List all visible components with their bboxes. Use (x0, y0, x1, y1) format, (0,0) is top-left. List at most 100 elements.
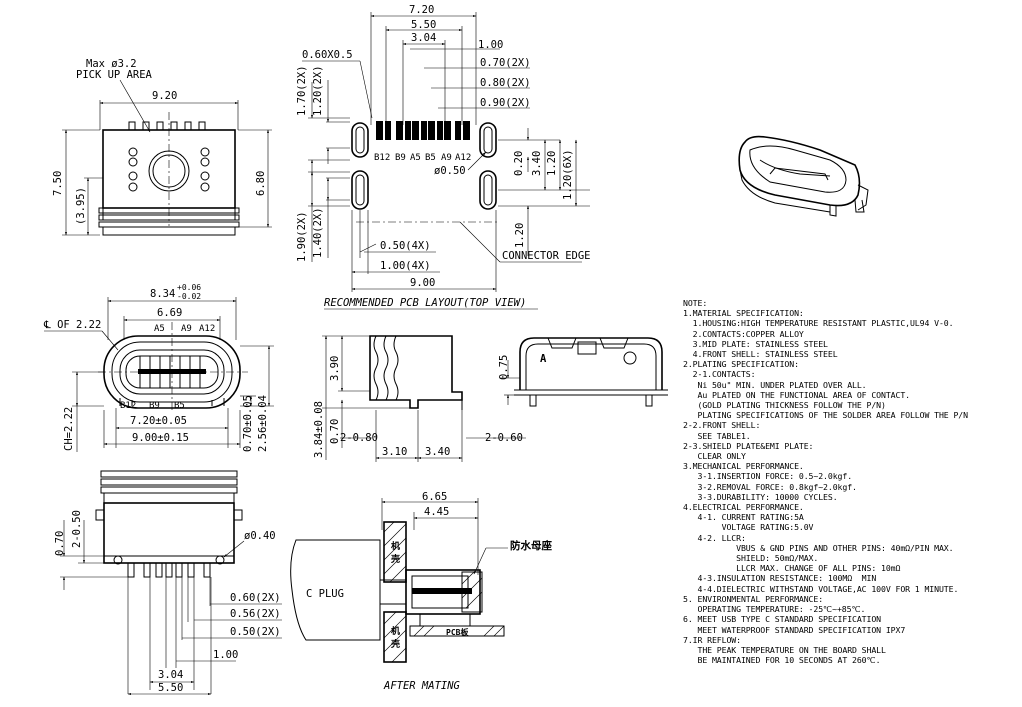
dim-0-50-4x: 0.50(4X) (380, 240, 431, 252)
pin-a12: A12 (455, 153, 471, 163)
note-line: (GOLD PLATING THICKNESS FOLLOW THE P/N) (683, 400, 886, 411)
front-pins (139, 356, 201, 388)
note-line: CLEAR ONLY (683, 451, 746, 462)
shell-label-top-2: 壳 (390, 553, 400, 565)
spec-notes: NOTE:1.MATERIAL SPECIFICATION: 1.HOUSING… (683, 298, 1018, 665)
note-line: Ni 50u" MIN. UNDER PLATED OVER ALL. (683, 379, 867, 390)
note-line: 4-4.DIELECTRIC WITHSTAND VOLTAGE,AC 100V… (683, 583, 959, 594)
note-line: BE MAINTAINED FOR 10 SECONDS AT 260℃. (683, 655, 881, 666)
note-line: 1.MATERIAL SPECIFICATION: (683, 308, 804, 319)
pin-top-a5: A5 (154, 324, 165, 334)
note-line: Au PLATED ON THE FUNCTIONAL AREA OF CONT… (683, 389, 910, 400)
dim-0-70-side: 0.70 (329, 419, 341, 444)
dim-7-20: 7.20 (409, 4, 434, 16)
note-line: 3-3.DURABILITY: 10000 CYCLES. (683, 491, 838, 502)
dim-ch-2-22: CH=2.22 (63, 407, 75, 451)
dim-3-40: 3.40 (531, 151, 543, 176)
pcb-layout-title: RECOMMENDED PCB LAYOUT(TOP VIEW) (324, 297, 526, 309)
tol-dn: -0.02 (177, 292, 201, 301)
dim-2-0-80: 2-0.80 (340, 432, 378, 444)
dim-4-45: 4.45 (424, 506, 449, 518)
pin-b9: B9 (395, 153, 406, 163)
note-line: 2-2.FRONT SHELL: (683, 420, 761, 431)
dim-1-90-2x: 1.90(2X) (296, 211, 308, 262)
pin-b12: B12 (374, 153, 390, 163)
top-pins (128, 121, 206, 131)
pin-a9: A9 (441, 153, 452, 163)
dim-d0-50: ø0.50 (434, 165, 466, 177)
pcb-layout: 7.20 5.50 3.04 1.00 0.70(2X) 0.80(2X) 0.… (296, 4, 591, 310)
bottom-view: 0.70 2-0.50 ø0.40 0.60(2X) 0.56(2X) 0.50… (54, 470, 282, 696)
plug-label: C PLUG (306, 588, 344, 600)
dim-3-04: 3.04 (411, 32, 436, 44)
dim-1-20-2x: 1.20(2X) (312, 65, 324, 116)
dim-d0-40: ø0.40 (244, 530, 276, 542)
dim-1-00-bot: 1.00 (213, 649, 238, 661)
note-line: SHIELD: 50mΩ/MAX. (683, 553, 819, 564)
note-line: NOTE: (683, 298, 708, 308)
waterproof-receptacle-label: 防水母座 (510, 539, 552, 552)
note-line: 3.MID PLATE: STAINLESS STEEL (683, 338, 828, 349)
note-line: 3-2.REMOVAL FORCE: 0.8kgf~2.0kgf. (683, 481, 857, 492)
dim-2-0-50: 2-0.50 (71, 510, 83, 548)
dim-1-00-4x: 1.00(4X) (380, 260, 431, 272)
dim-0-56-2x: 0.56(2X) (230, 608, 281, 620)
dim-1-20-b: 1.20 (514, 223, 526, 248)
note-line: 3-1.INSERTION FORCE: 0.5~2.0kgf. (683, 471, 853, 482)
note-line: 2.PLATING SPECIFICATION: (683, 359, 799, 370)
note-line: SEE TABLE1. (683, 430, 751, 441)
dim-0-70-2x: 0.70(2X) (480, 57, 531, 69)
after-mating-view: 6.65 4.45 C PLUG 机 壳 机 壳 (290, 491, 552, 692)
connector-edge-label: CONNECTOR EDGE (502, 250, 591, 262)
dim-3-04-bot: 3.04 (158, 669, 183, 681)
note-line: 2-1.CONTACTS: (683, 369, 756, 380)
pin-bot-b5: B5 (174, 401, 185, 411)
pin-a5: A5 (410, 153, 421, 163)
dim-6-80: 6.80 (255, 171, 267, 196)
dim-0-90-2x: 0.90(2X) (480, 97, 531, 109)
shell-label-bottom: 机 (391, 625, 400, 637)
connector-3d-illustration (738, 135, 869, 217)
dim-2-56-tol: 2.56±0.04 (257, 395, 269, 452)
side-a-label: A (540, 353, 547, 365)
pcb-pads (376, 121, 470, 140)
note-line: 4.FRONT SHELL: STAINLESS STEEL (683, 349, 838, 360)
note-line: OPERATING TEMPERATURE: -25℃~+85℃. (683, 604, 866, 615)
note-line: VOLTAGE RATING:5.0V (683, 522, 814, 533)
dim-5-50: 5.50 (411, 19, 436, 31)
dim-6-65: 6.65 (422, 491, 447, 503)
note-line: 4-1. CURRENT RATING:5A (683, 512, 804, 523)
tol-up: +0.06 (177, 283, 201, 292)
pin-b5: B5 (425, 153, 436, 163)
dim-3-95: (3.95) (75, 187, 87, 225)
dim-7-50: 7.50 (52, 171, 64, 196)
dim-8-34: 8.34 (150, 288, 175, 300)
dim-0-60-2x: 0.60(2X) (230, 592, 281, 604)
dim-0-80-2x: 0.80(2X) (480, 77, 531, 89)
note-line: 2-3.SHIELD PLATE&EMI PLATE: (683, 440, 814, 451)
dim-1-20-a: 1.20 (546, 151, 558, 176)
dim-9-20: 9.20 (152, 90, 177, 102)
holes (128, 147, 210, 192)
note-line: 1.HOUSING:HIGH TEMPERATURE RESISTANT PLA… (683, 318, 954, 329)
dim-0-70-bot: 0.70 (54, 531, 66, 556)
note-line: THE PEAK TEMPERATURE ON THE BOARD SHALL (683, 644, 886, 655)
note-line: 6. MEET USB TYPE C STANDARD SPECIFICATIO… (683, 614, 882, 625)
front-view: 8.34 +0.06 -0.02 6.69 ℄ OF 2.22 A5 A9 A1… (43, 283, 274, 452)
dim-3-90: 3.90 (329, 356, 341, 381)
pin-bot-b12: B12 (120, 401, 136, 411)
note-line: LLCR MAX. CHANGE OF ALL PINS: 10mΩ (683, 563, 901, 574)
note-line: 2.CONTACTS:COPPER ALLOY (683, 328, 804, 339)
shell-label-bottom-2: 壳 (390, 638, 400, 650)
top-view: Max ø3.2 PICK UP AREA 9.20 (52, 58, 272, 236)
dim-0-70-tol: 0.70±0.05 (242, 395, 254, 452)
dim-0-50-2x: 0.50(2X) (230, 626, 281, 638)
note-line: 4-3.INSULATION RESISTANCE: 100MΩ MIN (683, 573, 877, 584)
dim-9-00-tol: 9.00±0.15 (132, 432, 189, 444)
dim-0-60x0-5: 0.60X0.5 (302, 49, 353, 61)
dim-9-00: 9.00 (410, 277, 435, 289)
pcb-label: PCB板 (446, 627, 469, 637)
dim-6-69: 6.69 (157, 307, 182, 319)
dim-5-50-bot: 5.50 (158, 682, 183, 694)
